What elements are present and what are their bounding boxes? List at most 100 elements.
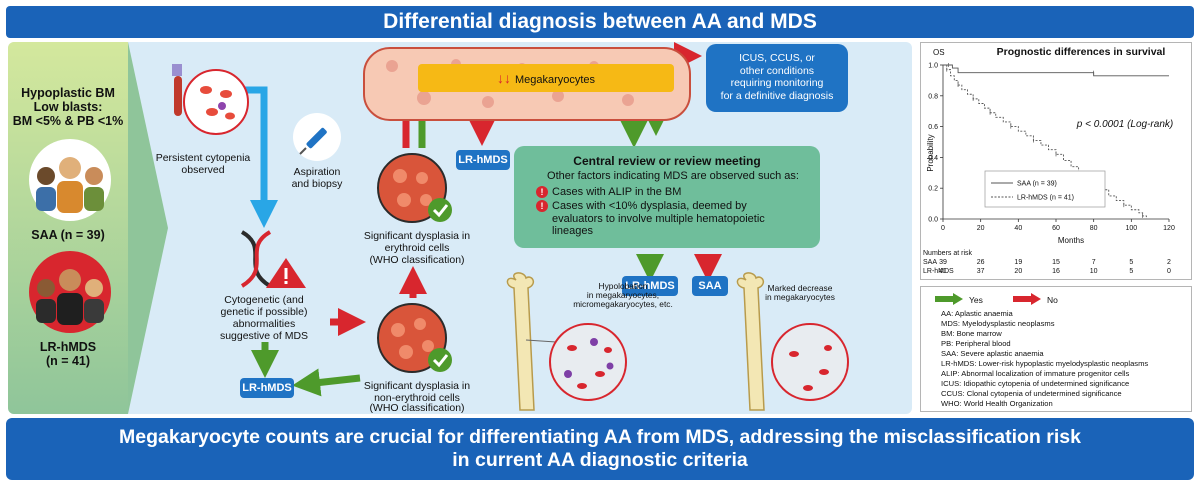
- y-tick-label: 1.0: [928, 63, 938, 70]
- megakaryocytes-text: ↓↓Megakaryocytes: [418, 64, 674, 92]
- megakaryocytes-banner: ↓↓Megakaryocytes: [418, 64, 674, 92]
- abbreviation-item: LR-hMDS: Lower-risk hypoplastic myelodys…: [941, 359, 1149, 368]
- review-item-1-text: Cases with ALIP in the BM: [552, 186, 682, 198]
- nonerythroid-line-3: (WHO classification): [369, 402, 465, 414]
- legend-entry: LR-hMDS (n = 41): [1017, 195, 1074, 202]
- x-tick-label: 100: [1125, 225, 1137, 232]
- hypo-line-1: Hypolobation: [598, 281, 648, 291]
- risk-value: 19: [1014, 259, 1022, 266]
- abbreviation-item: ICUS: Idiopathic cytopenia of undetermin…: [941, 379, 1130, 388]
- warning-icon: !: [536, 200, 548, 212]
- risk-value: 5: [1129, 268, 1133, 275]
- x-axis-label: Months: [1058, 236, 1084, 245]
- criteria-line-2: Low blasts:: [33, 100, 103, 114]
- cyto-line-4: suggestive of MDS: [219, 330, 309, 342]
- abbreviation-item: PB: Peripheral blood: [941, 339, 1011, 348]
- y-tick-label: 0.2: [928, 186, 938, 193]
- saa-people-icon: [29, 139, 111, 221]
- abbreviation-item: SAA: Severe aplastic anaemia: [941, 349, 1044, 358]
- nonerythroid-line-1: Significant dysplasia in: [363, 380, 471, 392]
- blood-tube-image: [172, 64, 249, 135]
- icus-line-1: ICUS, CCUS, or: [739, 52, 815, 64]
- y-axis-label: Probability: [926, 134, 935, 171]
- review-item-dysplasia: ! Cases with <10% dysplasia, deemed by e…: [536, 200, 765, 238]
- lrhmds-tag-bottom: LR-hMDS: [622, 276, 678, 296]
- yes-arrow-icon: [935, 293, 963, 305]
- x-tick-label: 40: [1014, 225, 1022, 232]
- legend-box: [984, 170, 1106, 208]
- abbreviation-item: ALIP: Abnormal localization of immature …: [941, 369, 1130, 378]
- icus-line-4: for a definitive diagnosis: [720, 89, 834, 102]
- risk-value: 20: [1014, 268, 1022, 275]
- risk-row-label: LR-hMDS: [923, 268, 954, 275]
- risk-value: 37: [977, 268, 985, 275]
- icus-line-3: requiring monitoring: [730, 77, 824, 89]
- risk-value: 2: [1167, 259, 1171, 266]
- saa-cohort-label: SAA (n = 39): [31, 228, 105, 242]
- syringe-icon: [293, 113, 341, 161]
- x-tick-label: 120: [1163, 225, 1175, 232]
- numbers-at-risk-label: Numbers at risk: [923, 250, 973, 257]
- megakaryocytes-label: Megakaryocytes: [514, 74, 596, 86]
- nonerythroid-line-2: non-erythroid cells: [374, 392, 460, 404]
- cohort-arrow: [128, 42, 168, 414]
- erythroid-line-3: (WHO classification): [369, 254, 465, 266]
- lrhmds-people-icon: [29, 251, 111, 333]
- legend-entry: SAA (n = 39): [1017, 181, 1057, 188]
- y-axis-top-label: OS: [933, 48, 945, 57]
- aspiration-line-1: Aspiration: [293, 166, 341, 178]
- erythroid-line-2: erythroid cells: [384, 242, 450, 254]
- review-intro: Other factors indicating MDS are observe…: [547, 170, 799, 182]
- risk-value: 16: [1052, 268, 1060, 275]
- icus-line-2: other conditions: [739, 64, 815, 77]
- lrhmds-cohort-label-1: LR-hMDS: [39, 340, 97, 354]
- survival-chart: Prognostic differences in survival OS Pr…: [923, 46, 1175, 275]
- abbreviation-item: AA: Aplastic anaemia: [941, 309, 1013, 318]
- review-item-alip: ! Cases with ALIP in the BM: [536, 186, 681, 199]
- page-title: Differential diagnosis between AA and MD…: [6, 6, 1194, 38]
- chart-title: Prognostic differences in survival: [997, 46, 1166, 58]
- flow-panel: Hypoplastic BM Low blasts: BM <5% & PB <…: [8, 42, 912, 414]
- review-item-2-line-2: evaluators to involve multiple hematopoi…: [552, 212, 765, 225]
- marked-line-2: in megakaryocytes: [765, 292, 835, 302]
- y-tick-label: 0.0: [928, 217, 938, 224]
- review-title: Central review or review meeting: [573, 154, 761, 168]
- y-tick-label: 0.8: [928, 93, 938, 100]
- bone-decrease-image: [736, 272, 849, 411]
- review-item-2-line-3: lineages: [552, 225, 593, 237]
- aspiration-line-2: and biopsy: [291, 178, 343, 190]
- risk-value: 7: [1092, 259, 1096, 266]
- persistent-line-1: Persistent cytopenia: [155, 152, 251, 164]
- hypo-line-2: in megakaryocytes,: [586, 290, 660, 300]
- nonerythroid-dysplasia-image: [377, 303, 452, 373]
- survival-chart-panel: Prognostic differences in survival OS Pr…: [920, 42, 1192, 280]
- abbreviation-item: WHO: World Health Organization: [941, 399, 1053, 408]
- abbreviation-item: MDS: Myelodysplastic neoplasms: [941, 319, 1055, 328]
- y-tick-label: 0.4: [928, 155, 938, 162]
- risk-value: 26: [977, 259, 985, 266]
- cohort-panel: [8, 42, 128, 414]
- conclusion-line-1: Megakaryocyte counts are crucial for dif…: [119, 426, 1081, 448]
- legend-yes: Yes: [969, 295, 983, 305]
- y-tick-label: 0.6: [928, 124, 938, 131]
- lrhmds-cohort-label-2: (n = 41): [45, 354, 91, 368]
- risk-value: 0: [1167, 268, 1171, 275]
- risk-row-label: SAA: [923, 259, 937, 266]
- persistent-line-2: observed: [181, 164, 225, 176]
- abbreviation-item: BM: Bone marrow: [941, 329, 1002, 338]
- x-tick-label: 80: [1090, 225, 1098, 232]
- conclusion-line-2: in current AA diagnostic criteria: [452, 449, 748, 471]
- saa-tag: SAA: [692, 276, 728, 296]
- risk-value: 15: [1052, 259, 1060, 266]
- decrease-arrows: ↓↓: [496, 70, 511, 86]
- cyto-line-3: abnormalities: [232, 318, 296, 330]
- icus-box: ICUS, CCUS, or other conditions requirin…: [706, 44, 848, 112]
- cyto-line-2: genetic if possible): [220, 306, 308, 318]
- bone-hypolobation-image: [506, 272, 627, 411]
- saa-survival-curve: [943, 64, 1169, 77]
- hypo-line-3: micromegakaryocytes, etc.: [573, 299, 673, 309]
- risk-value: 41: [939, 268, 947, 275]
- x-tick-label: 60: [1052, 225, 1060, 232]
